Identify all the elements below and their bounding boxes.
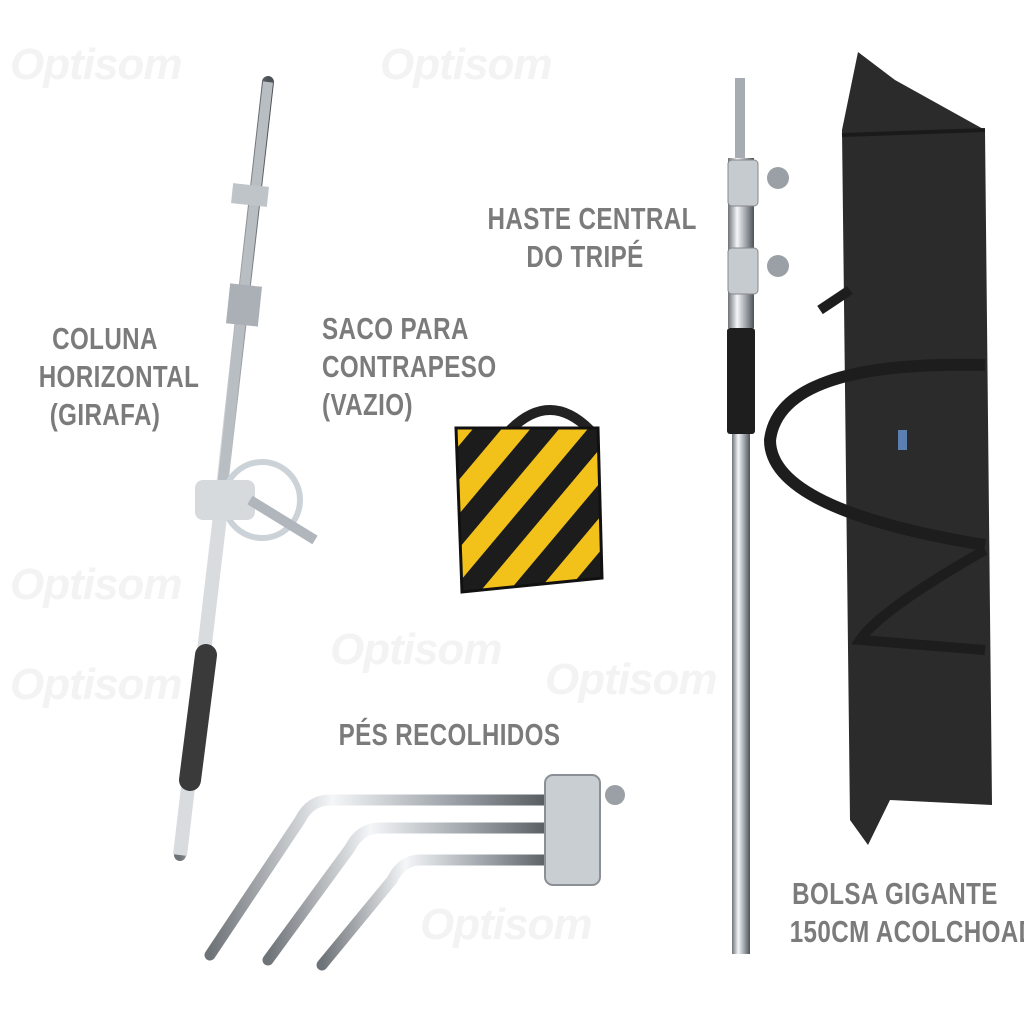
watermark-text: Optisom [10,40,182,89]
label-line: DO TRIPÉ [526,239,644,274]
label-bag: BOLSA GIGANTE 150CM ACOLCHOADA [789,875,1024,951]
carry-bag [763,52,992,845]
label-line: 150CM ACOLCHOADA [789,914,1024,949]
label-legs: PÉS RECOLHIDOS [338,716,561,754]
label-line: BOLSA GIGANTE [792,876,998,911]
watermark-text: Optisom [380,40,552,89]
label-line: HORIZONTAL [38,359,200,394]
watermark-text: Optisom [10,660,182,709]
sandbag [454,405,604,594]
label-sandbag: SACO PARA CONTRAPESO (VAZIO) [322,310,497,424]
label-line: (VAZIO) [322,387,413,422]
watermark-text: Optisom [545,655,717,704]
center-stand [727,78,789,954]
label-line: CONTRAPESO [322,349,497,384]
label-line: COLUNA [52,321,158,356]
watermark-text: Optisom [330,625,502,674]
label-horizontal-column: COLUNA HORIZONTAL (GIRAFA) [38,320,200,434]
label-line: PÉS RECOLHIDOS [338,717,561,752]
label-line: SACO PARA [322,311,469,346]
horizontal-column [173,76,318,861]
label-line: HASTE CENTRAL [487,201,697,236]
watermark-text: Optisom [420,900,592,949]
label-line: (GIRAFA) [49,397,161,432]
legs [204,774,625,971]
label-center-stand: HASTE CENTRAL DO TRIPÉ [487,200,697,276]
watermark-text: Optisom [10,560,182,609]
